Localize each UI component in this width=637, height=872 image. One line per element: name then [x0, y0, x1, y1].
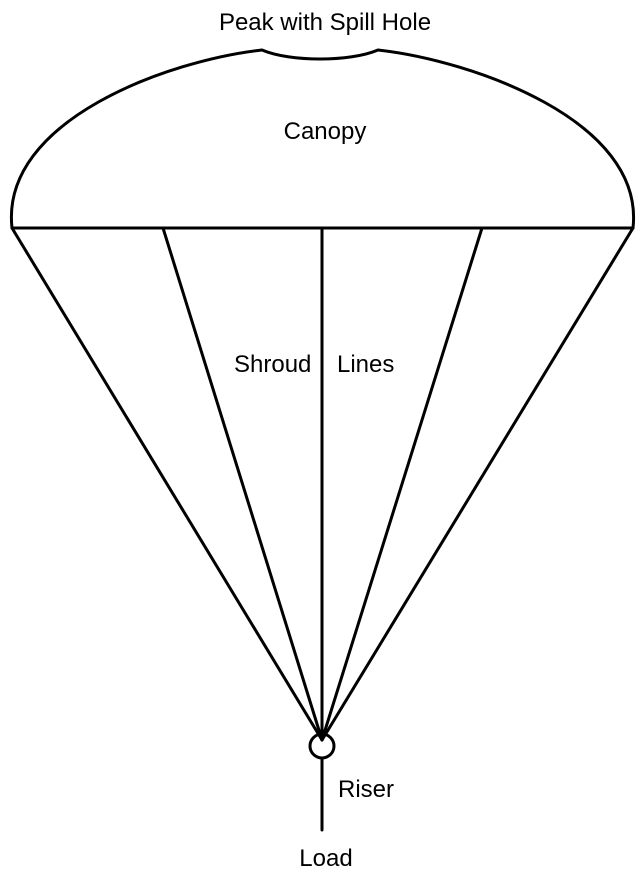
- shroud-line-2: [161, 226, 324, 742]
- shroud-line-5: [320, 226, 635, 742]
- shroud-label: Shroud: [234, 351, 311, 378]
- load-label: Load: [299, 845, 352, 872]
- canopy-outline: [10, 48, 635, 230]
- peak-label: Peak with Spill Hole: [219, 9, 431, 36]
- canopy-label: Canopy: [284, 118, 367, 145]
- shroud-line-1: [10, 226, 324, 742]
- lines-label: Lines: [337, 351, 394, 378]
- riser-label: Riser: [338, 776, 394, 803]
- shroud-line-4: [320, 226, 484, 742]
